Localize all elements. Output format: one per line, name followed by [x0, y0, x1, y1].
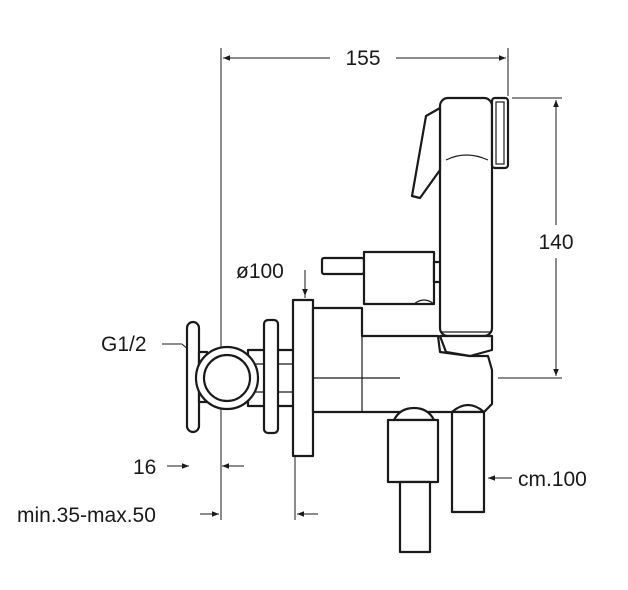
wall-range-label: min.35-max.50 — [17, 504, 156, 527]
outlet-connector-left — [386, 406, 440, 484]
valve-body-round — [194, 345, 298, 411]
hose-left — [398, 480, 432, 554]
width-label: 155 — [345, 47, 380, 70]
valve-depth-label: 16 — [133, 456, 156, 479]
rosette-diameter-label: ø100 — [236, 260, 284, 283]
hose-length-label: cm.100 — [518, 468, 587, 491]
shower-trigger — [410, 106, 442, 200]
shower-holder — [438, 334, 494, 358]
height-label: 140 — [538, 231, 573, 254]
valve-flange — [262, 318, 280, 435]
outlet-connector-right — [450, 403, 486, 514]
thread-label: G1/2 — [101, 333, 147, 356]
lever — [320, 256, 366, 276]
rosette — [291, 298, 315, 458]
hand-shower — [438, 96, 510, 338]
cartridge-housing — [362, 250, 444, 306]
